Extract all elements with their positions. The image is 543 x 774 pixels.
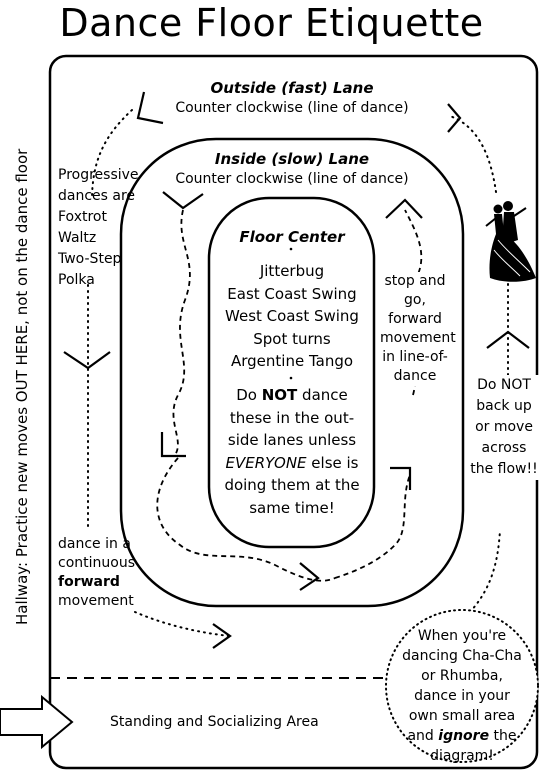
floor-dance-item: Jitterbug <box>259 262 325 280</box>
stop-and-go-note: stop and go, forward movement in line-of… <box>380 272 456 386</box>
floor-center-warning: Do NOT dance these in the out-side lanes… <box>224 386 360 517</box>
outside-lane-title: Outside (fast) Lane <box>210 79 374 97</box>
chevron-inner-right-icon <box>385 198 423 219</box>
floor-dance-item: Spot turns <box>253 329 331 348</box>
outer-flow-top-right <box>449 115 497 193</box>
outer-flow-bottom <box>134 611 231 637</box>
cha-cha-note: When you're dancing Cha-Cha or Rhumba, d… <box>402 628 522 764</box>
chevron-inner-bottom-right-icon <box>390 466 412 490</box>
inner-flow-bottom-right <box>334 474 411 579</box>
chevron-top-right-icon <box>447 103 462 133</box>
floor-dance-item: Argentine Tango <box>230 352 354 370</box>
floor-center-border <box>207 196 376 549</box>
chevron-inner-left-icon <box>160 432 186 458</box>
chevron-right-up-icon <box>486 330 530 349</box>
progressive-dance-item: Foxtrot <box>58 209 107 225</box>
chevron-top-left-icon <box>136 91 164 125</box>
inner-flow-left <box>172 209 191 456</box>
floor-dance-item: West Coast Swing <box>225 307 359 325</box>
inside-lane-border <box>119 137 465 608</box>
cha-cha-bubble <box>385 609 539 763</box>
floor-center-dance-list: Jitterbug East Coast Swing West Coast Sw… <box>212 260 372 373</box>
chevron-left-down-icon <box>63 351 111 370</box>
outer-flow-top-left <box>91 109 133 201</box>
chevron-inner-top-left-icon <box>162 191 204 210</box>
progressive-dances-note: Progressive dances are Foxtrot Waltz Two… <box>58 165 139 291</box>
progressive-dance-item: Two-Step <box>58 251 122 267</box>
floor-dance-item: East Coast Swing <box>227 284 357 303</box>
inside-lane-title: Inside (slow) Lane <box>214 150 370 168</box>
do-not-backup-note: Do NOT back up or move across the flow!! <box>468 375 540 480</box>
floor-center-title: Floor Center <box>239 228 345 246</box>
chevron-bottom-right-icon <box>212 623 232 649</box>
hallway-note: Hallway: Practice new moves OUT HERE, no… <box>13 148 31 625</box>
chevron-inner-bottom-icon <box>299 562 320 591</box>
inside-lane-subtitle: Counter clockwise (line of dance) <box>175 171 409 187</box>
dancing-couple-icon <box>485 201 536 282</box>
standing-area-label: Standing and Socializing Area <box>110 714 319 730</box>
page-title: Dance Floor Etiquette <box>59 1 484 45</box>
continuous-forward-note: dance in a continuous forward movement <box>58 536 135 609</box>
outside-lane-subtitle: Counter clockwise (line of dance) <box>175 100 409 116</box>
progressive-dance-item: Polka <box>58 272 95 288</box>
outer-flow-bottom-right <box>469 529 501 613</box>
inner-flow-bottom <box>156 457 336 582</box>
entrance-arrow-icon <box>0 694 74 750</box>
progressive-dance-item: Waltz <box>58 230 97 246</box>
